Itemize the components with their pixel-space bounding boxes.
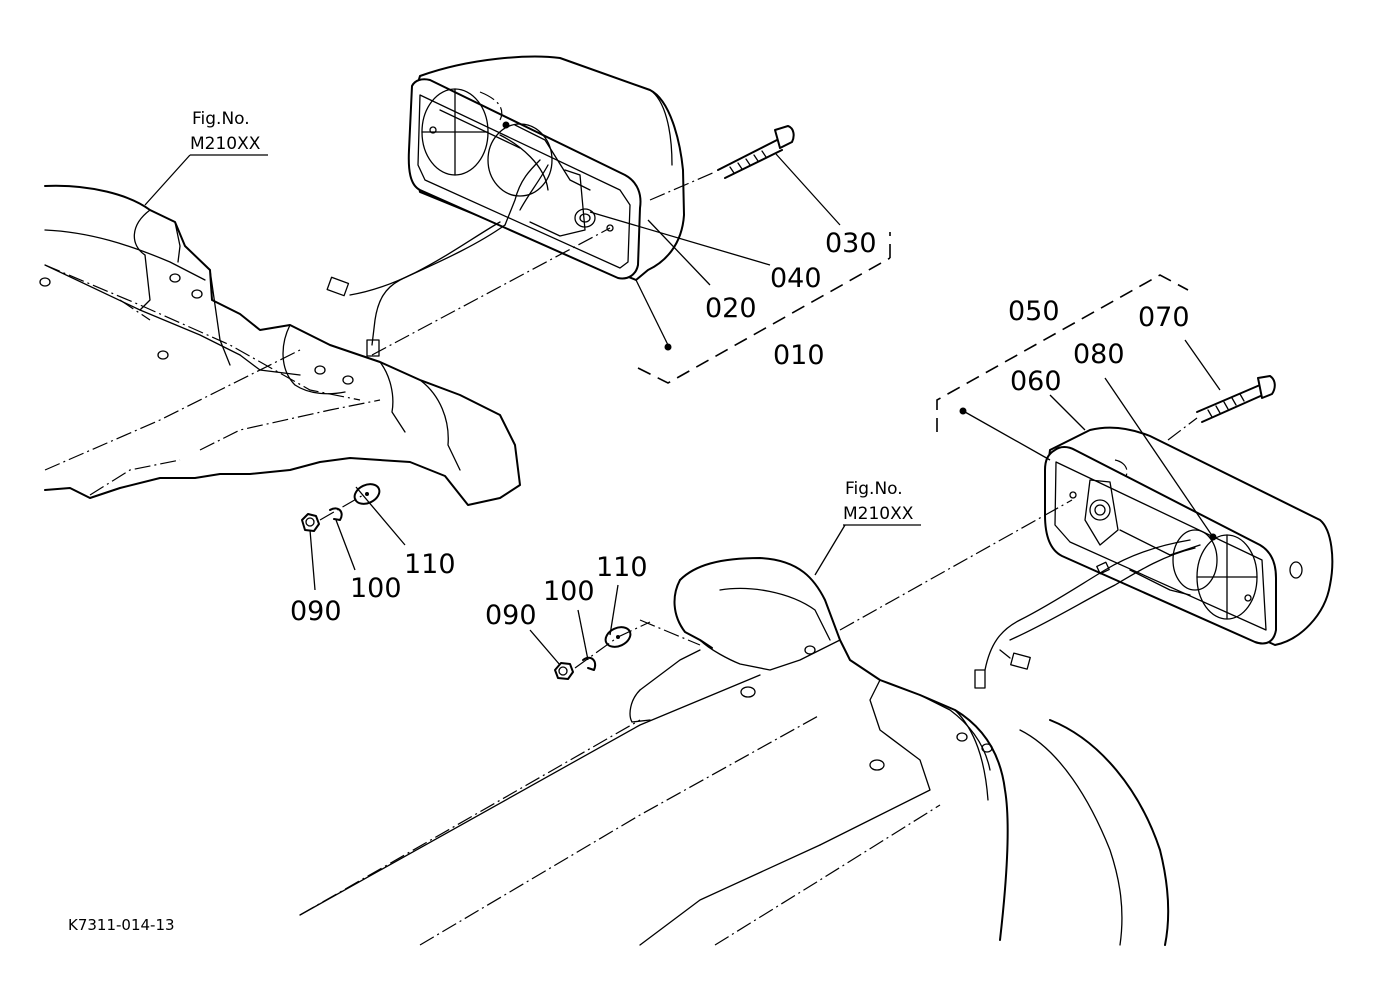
callout-100-left: 100	[350, 573, 402, 604]
right-rear-lamp	[1044, 426, 1334, 646]
callout-110-right: 110	[596, 552, 648, 583]
callout-040: 040	[770, 263, 822, 294]
right-assembly-axis	[839, 499, 1073, 631]
callout-030: 030	[825, 228, 877, 259]
callout-080: 080	[1073, 339, 1125, 370]
right-assembly-bracket	[936, 274, 1189, 432]
callout-110-left: 110	[404, 549, 456, 580]
left-assembly-bracket	[637, 232, 891, 384]
right-wiring-harness	[974, 539, 1196, 689]
left-rear-lamp	[407, 55, 685, 281]
right-leader-lines	[529, 339, 1221, 666]
figure-ref-label: Fig.No.	[845, 479, 903, 499]
callout-070: 070	[1138, 302, 1190, 333]
right-fender-frame	[299, 557, 1170, 946]
callout-020: 020	[705, 293, 757, 324]
callout-090-right: 090	[485, 600, 537, 631]
callout-100-right: 100	[543, 576, 595, 607]
callout-090-left: 090	[290, 596, 342, 627]
figure-ref-number: M210XX	[843, 504, 914, 524]
figure-ref-label: Fig.No.	[192, 109, 250, 129]
figure-reference-left: Fig.No. M210XX	[190, 109, 268, 156]
left-wiring-harness	[326, 221, 506, 357]
callout-050: 050	[1008, 296, 1060, 327]
left-fender-frame	[39, 184, 521, 506]
figure-ref-number: M210XX	[190, 134, 261, 154]
drawing-code: K7311-014-13	[68, 916, 175, 934]
right-lamp-bolt	[1167, 375, 1276, 441]
callout-060: 060	[1010, 366, 1062, 397]
left-assembly-axis	[371, 227, 611, 356]
right-hardware-stack	[554, 621, 651, 680]
figure-reference-right: Fig.No. M210XX	[843, 479, 921, 526]
left-lamp-bolt	[649, 125, 795, 201]
left-hardware-stack	[301, 483, 381, 532]
callout-010: 010	[773, 340, 825, 371]
left-leader-lines	[144, 153, 841, 591]
